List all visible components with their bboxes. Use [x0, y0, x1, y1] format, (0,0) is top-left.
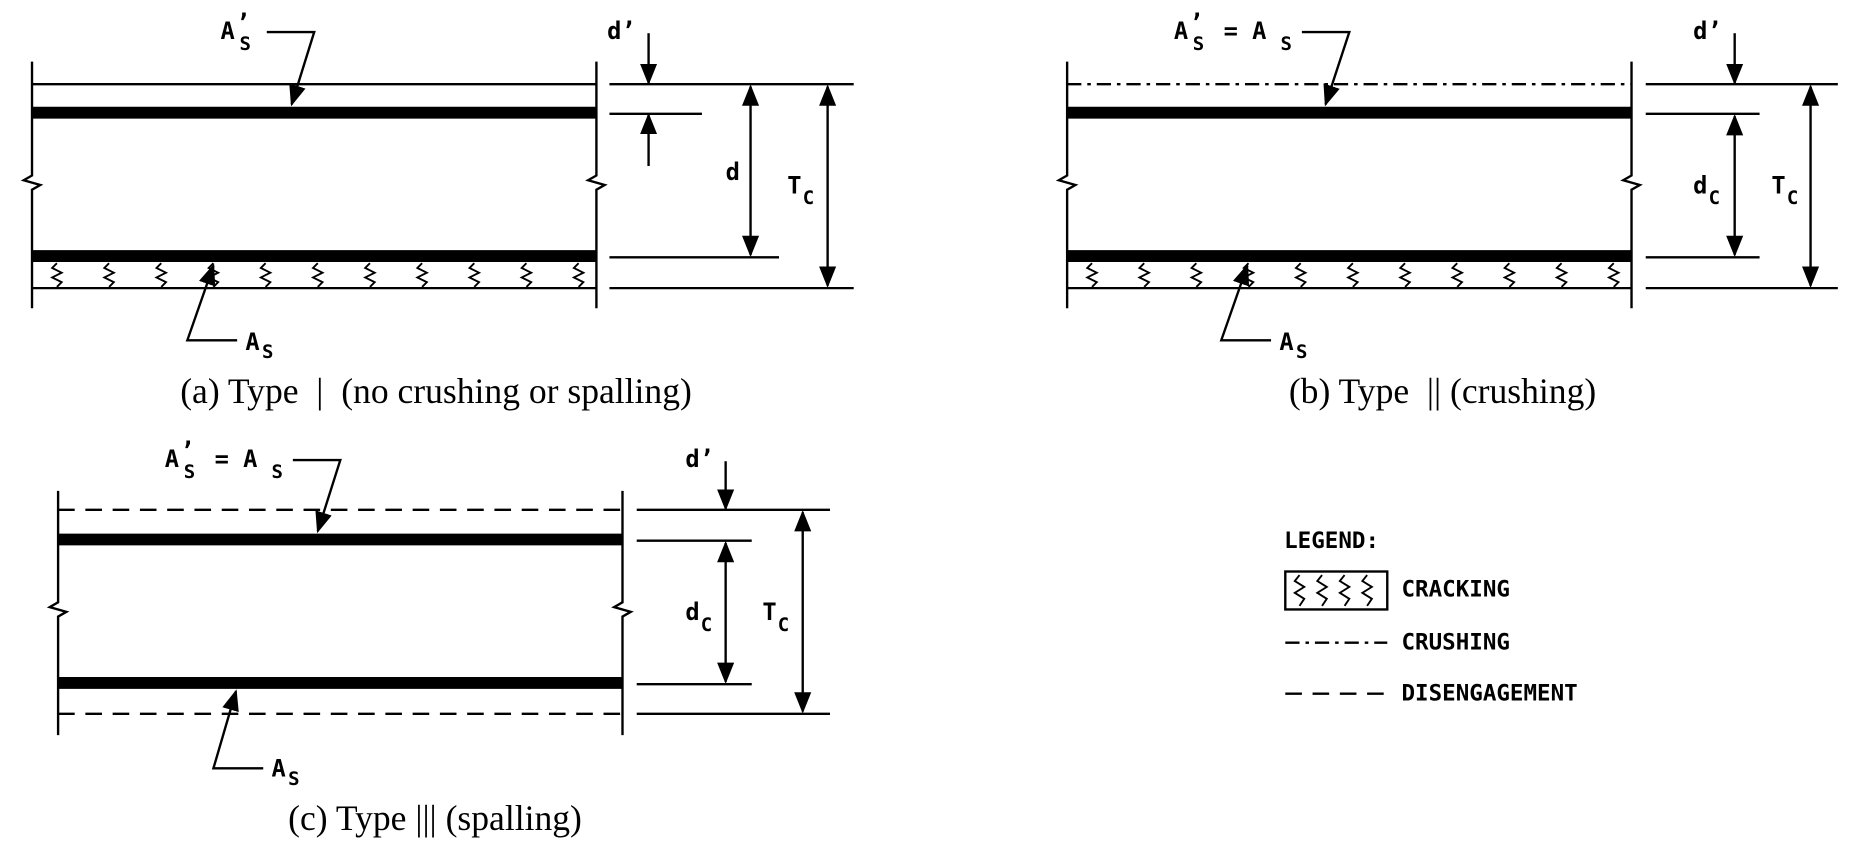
- d-prime-label: d’: [1693, 17, 1722, 45]
- tc-label: T: [762, 598, 776, 626]
- tc-label: T: [787, 171, 801, 199]
- d-prime-label: d’: [685, 445, 714, 473]
- as-prime-mark: ’: [180, 437, 194, 465]
- panel-c: A ’ S = A S A S d’ d C T C (c) Type ||| …: [46, 437, 830, 838]
- right-break-line: [611, 490, 634, 736]
- dc-label: d: [1693, 171, 1707, 199]
- equals-as-sub: S: [272, 461, 283, 483]
- legend-crushing-label: CRUSHING: [1401, 630, 1509, 656]
- cracking-zone: [50, 262, 586, 288]
- legend: LEGEND: CRACKING CRUSHING DISENGAGEMENT: [1284, 528, 1578, 707]
- as-prime-label: A: [1174, 17, 1188, 45]
- as-sub: S: [262, 341, 273, 363]
- as-prime-mark: ’: [1189, 9, 1203, 37]
- equals-as-sub: S: [1281, 33, 1292, 55]
- caption-c: (c) Type ||| (spalling): [288, 798, 582, 838]
- equals-as-label: = A: [215, 445, 258, 473]
- as-prime-sub: S: [240, 33, 251, 55]
- as-prime-leader: [292, 458, 342, 534]
- as-leader: [1219, 263, 1272, 342]
- as-label: A: [272, 755, 286, 783]
- left-break-line: [46, 490, 70, 736]
- as-leader: [211, 689, 264, 770]
- left-break-line: [1055, 61, 1079, 309]
- caption-b: (b) Type || (crushing): [1289, 371, 1596, 411]
- d-label: d: [726, 158, 740, 186]
- as-prime-leader: [1301, 30, 1351, 107]
- tc-sub: C: [1787, 187, 1798, 209]
- cracking-swatch-pattern: [1292, 574, 1374, 607]
- as-label: A: [245, 328, 259, 356]
- tc-label: T: [1771, 171, 1785, 199]
- panel-a: A ’ S A S d’ d T C (a) Type | (no crushi…: [20, 9, 854, 411]
- as-prime-sub: S: [1193, 33, 1204, 55]
- left-break-line: [20, 61, 44, 309]
- cracking-zone: [1085, 262, 1621, 288]
- legend-title: LEGEND:: [1284, 528, 1379, 554]
- as-leader: [185, 263, 238, 342]
- d-prime-label: d’: [607, 17, 636, 45]
- caption-a: (a) Type | (no crushing or spalling): [180, 371, 692, 411]
- as-prime-leader: [266, 30, 316, 107]
- cracking-swatch: [1284, 570, 1389, 611]
- as-label: A: [1279, 328, 1293, 356]
- legend-disengagement-label: DISENGAGEMENT: [1401, 681, 1577, 707]
- dc-sub: C: [1709, 187, 1720, 209]
- panel-b: A ’ S = A S A S d’ d C T C (b) Type || (…: [1055, 9, 1838, 411]
- equals-as-label: = A: [1224, 17, 1267, 45]
- right-break-line: [585, 61, 608, 309]
- as-sub: S: [1296, 341, 1307, 363]
- dc-sub: C: [701, 614, 712, 636]
- as-prime-label: A: [165, 445, 179, 473]
- dc-label: d: [685, 598, 699, 626]
- as-prime-sub: S: [184, 461, 195, 483]
- as-sub: S: [288, 768, 299, 790]
- tc-sub: C: [803, 187, 814, 209]
- as-prime-mark: ’: [236, 9, 250, 37]
- right-break-line: [1620, 61, 1643, 309]
- tc-sub: C: [778, 614, 789, 636]
- legend-cracking-label: CRACKING: [1401, 576, 1509, 602]
- as-prime-label: A: [221, 17, 235, 45]
